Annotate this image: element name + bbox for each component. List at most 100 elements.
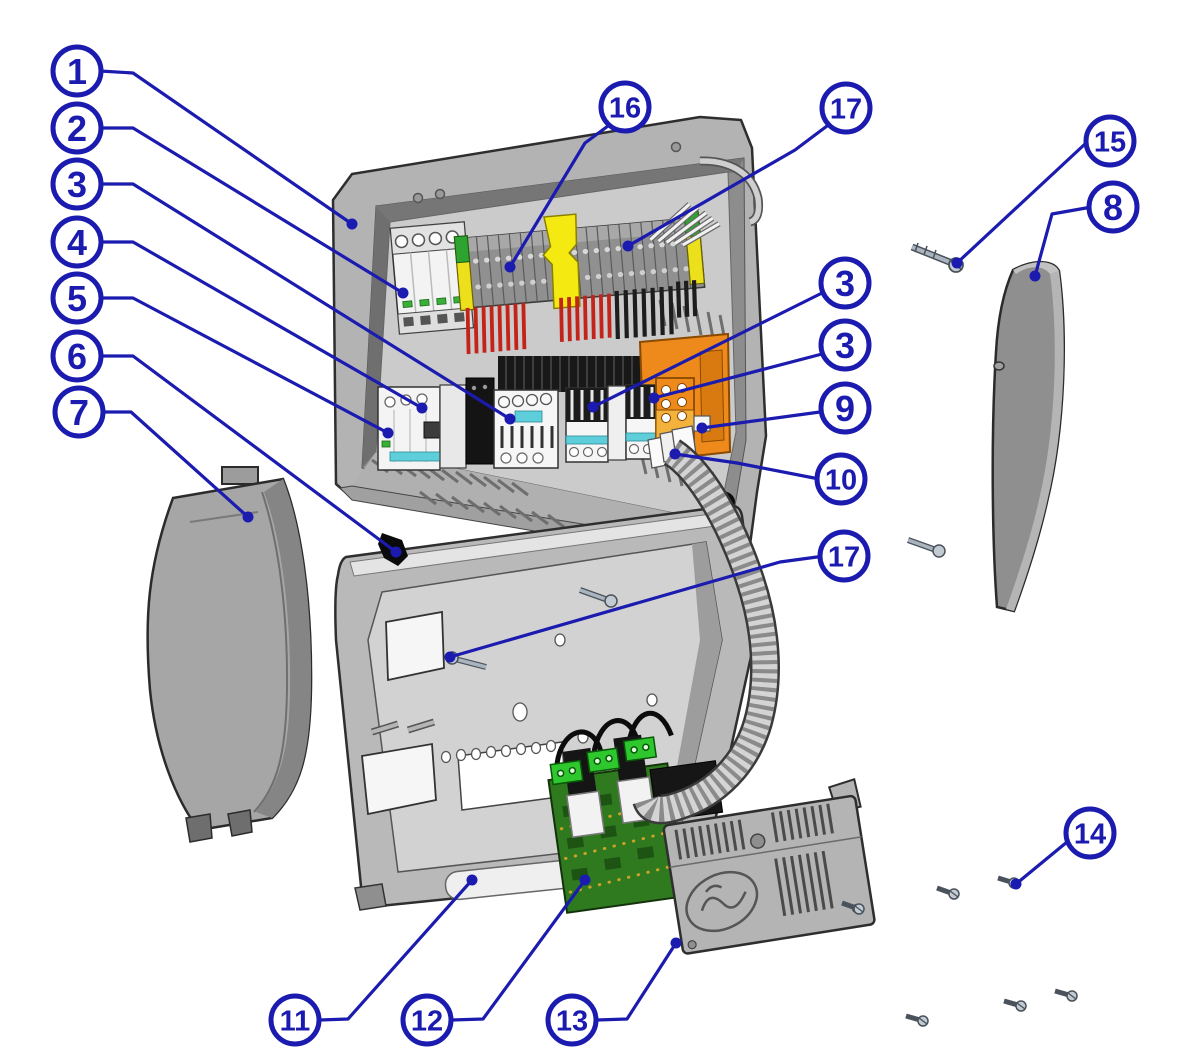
callout-3: 3 xyxy=(587,256,872,413)
pcb-chips xyxy=(562,782,655,881)
callout-8: 8 xyxy=(1029,180,1140,282)
callout-number: 11 xyxy=(280,1005,311,1037)
leader-dot xyxy=(397,287,409,299)
trim-strip-top-face xyxy=(1013,262,1059,274)
left-cover-inner-line xyxy=(253,491,289,813)
callout-13: 13 xyxy=(545,937,682,1047)
left-cover-tab xyxy=(221,466,259,485)
callout-balloon xyxy=(50,44,104,98)
callout-balloon xyxy=(50,157,104,211)
transformer-bobbin xyxy=(565,790,606,839)
rail-bracket-yellow xyxy=(542,213,581,310)
screw-small xyxy=(1054,988,1078,1002)
leader-dot xyxy=(670,937,682,949)
callout-number: 7 xyxy=(69,392,89,433)
callout-balloon xyxy=(1063,806,1117,860)
callout-number: 4 xyxy=(67,222,87,263)
callout-10: 10 xyxy=(669,448,868,506)
callout-number: 14 xyxy=(1074,818,1106,850)
braided-cable xyxy=(632,439,780,825)
callout-17: 17 xyxy=(622,81,873,252)
left-cover xyxy=(146,466,313,843)
enclosure-top-wall-shadow xyxy=(376,158,744,222)
callout-3: 3 xyxy=(648,318,872,404)
black-module xyxy=(465,377,495,465)
callout-balloon xyxy=(545,993,599,1047)
din-module xyxy=(439,384,467,469)
callout-number: 17 xyxy=(828,541,860,573)
leader-dot xyxy=(390,546,402,558)
cover-plate xyxy=(662,778,876,955)
callout-5: 5 xyxy=(50,271,394,439)
contactor xyxy=(565,387,609,463)
callout-number: 13 xyxy=(556,1005,588,1037)
callout-balloon xyxy=(1086,180,1140,234)
callout-balloon xyxy=(814,452,868,506)
pcb-green-connectors xyxy=(549,736,658,786)
logo-squiggle xyxy=(700,884,747,912)
callout-number: 5 xyxy=(67,278,87,319)
left-cover-hook xyxy=(185,813,213,843)
leader-dot xyxy=(504,413,516,425)
callout-4: 4 xyxy=(50,215,428,414)
callout-1: 1 xyxy=(50,44,358,230)
rim-screw-hole xyxy=(670,141,682,153)
callout-16: 16 xyxy=(504,80,652,273)
breaker-led xyxy=(419,298,430,307)
callout-balloon xyxy=(50,215,104,269)
callout-number: 6 xyxy=(67,336,87,377)
callout-balloon xyxy=(817,529,871,583)
callout-balloon xyxy=(818,381,872,435)
cyan-stripe xyxy=(565,435,609,445)
callout-balloon xyxy=(818,318,872,372)
screw-mid-right xyxy=(906,537,946,558)
callout-number: 10 xyxy=(825,464,857,496)
callout-balloon xyxy=(598,80,652,134)
callout-3: 3 xyxy=(50,157,516,425)
callout-number: 2 xyxy=(67,108,87,149)
breaker-led xyxy=(436,297,447,306)
callout-17: 17 xyxy=(444,529,871,663)
leader-dot xyxy=(951,257,963,269)
loose-screw-on-plate xyxy=(578,587,618,608)
callout-11: 11 xyxy=(268,874,478,1047)
callout-number: 3 xyxy=(835,325,855,366)
leader-dot xyxy=(466,874,478,886)
leader-dot xyxy=(382,427,394,439)
leader-dot xyxy=(346,218,358,230)
base-window xyxy=(361,742,437,816)
black-wire-fringe xyxy=(614,280,698,340)
rim-screw-hole xyxy=(434,188,446,200)
leader-line xyxy=(75,69,354,226)
callout-number: 3 xyxy=(835,263,855,304)
leader-dot xyxy=(242,511,254,523)
base-foot xyxy=(354,883,387,911)
callout-number: 15 xyxy=(1094,126,1126,158)
cover-hole xyxy=(749,833,766,849)
rim-screw-hole xyxy=(412,192,424,204)
callout-number: 16 xyxy=(609,92,641,124)
callout-balloon xyxy=(52,385,106,439)
callout-7: 7 xyxy=(52,385,254,523)
callout-balloon xyxy=(50,101,104,155)
middle-din-rail xyxy=(377,332,732,471)
trim-strip-highlight xyxy=(1006,271,1064,611)
leader-dot xyxy=(444,651,456,663)
left-cover-edge-shade xyxy=(256,479,312,818)
callout-number: 9 xyxy=(835,388,855,429)
left-cover-hook xyxy=(227,809,253,837)
circuit-breaker-4pole xyxy=(389,221,475,335)
callout-balloon xyxy=(400,993,454,1047)
callout-number: 1 xyxy=(67,51,87,92)
leader-dot xyxy=(622,240,634,252)
leader-dot xyxy=(579,874,591,886)
end-clamp-yellow-green xyxy=(453,235,475,312)
screws xyxy=(841,242,1078,1027)
callout-balloon xyxy=(50,329,104,383)
callout-balloon xyxy=(50,271,104,325)
pcb-wires xyxy=(554,710,674,768)
breaker-led xyxy=(402,300,413,309)
leader-dot xyxy=(587,401,599,413)
base-pins xyxy=(370,718,436,736)
